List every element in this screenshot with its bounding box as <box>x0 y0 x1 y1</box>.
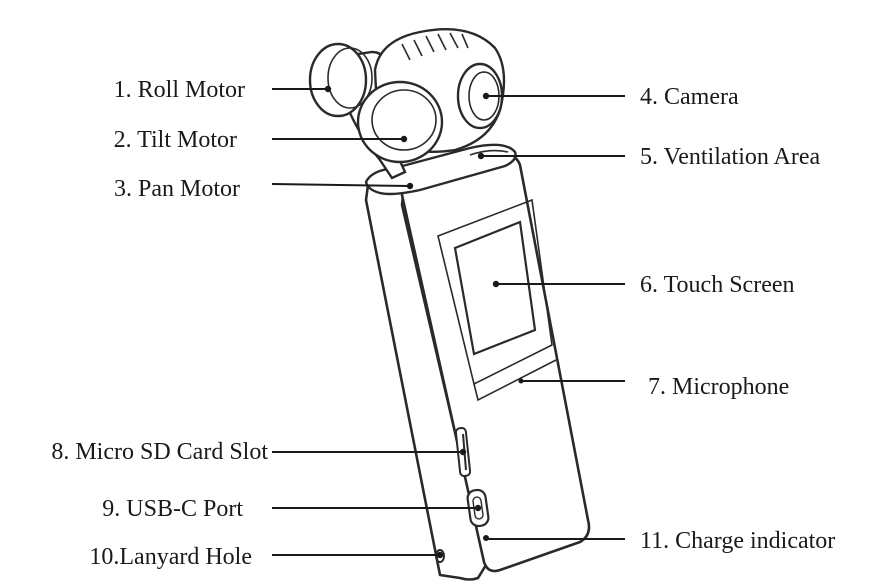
ventilation-area <box>469 149 509 156</box>
callout-labels: 1. Roll Motor 2. Tilt Motor 3. Pan Motor… <box>51 77 835 570</box>
label-usb-c-port: 9. USB-C Port <box>102 496 243 522</box>
label-roll-motor: 1. Roll Motor <box>114 77 245 103</box>
label-camera: 4. Camera <box>640 84 739 110</box>
camera-lens <box>456 62 504 130</box>
roll-motor <box>308 42 373 118</box>
label-micro-sd-card-slot: 8. Micro SD Card Slot <box>51 439 268 465</box>
leader-lines <box>271 85 625 559</box>
touch-screen <box>453 220 537 356</box>
label-lanyard-hole: 10.Lanyard Hole <box>89 544 252 570</box>
label-charge-indicator: 11. Charge indicator <box>640 528 835 554</box>
tilt-motor <box>356 80 444 164</box>
label-pan-motor: 3. Pan Motor <box>114 176 240 202</box>
screen-frame <box>437 198 553 386</box>
label-microphone: 7. Microphone <box>648 374 789 400</box>
screen-divider <box>473 359 557 402</box>
label-touch-screen: 6. Touch Screen <box>640 272 795 298</box>
leader-pan-motor <box>271 183 411 187</box>
label-tilt-motor: 2. Tilt Motor <box>114 127 237 153</box>
label-ventilation-area: 5. Ventilation Area <box>640 144 821 170</box>
gimbal-camera-illustration <box>308 28 591 581</box>
